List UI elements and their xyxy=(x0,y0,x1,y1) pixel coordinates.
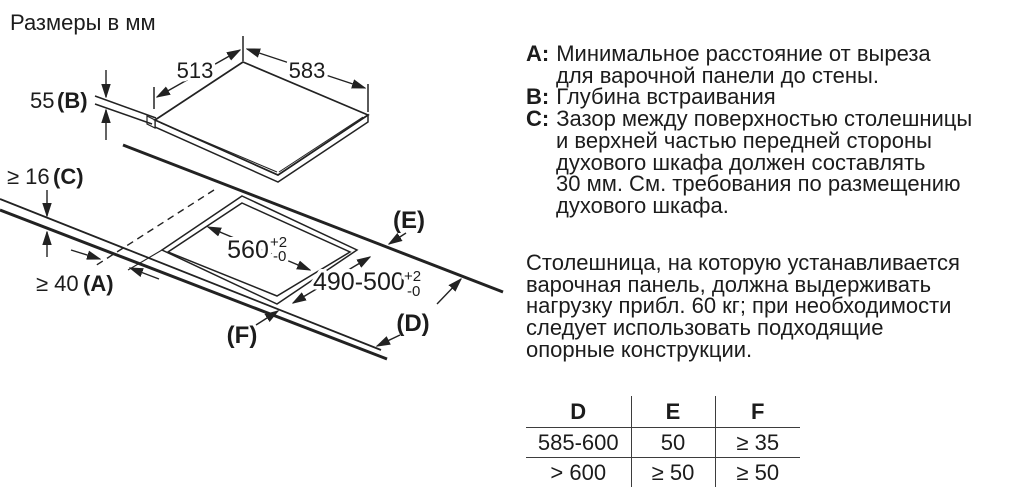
spec-cell-d2: > 600 xyxy=(550,459,607,485)
legend-line: духового шкафа. xyxy=(556,192,729,218)
label-e: (E) xyxy=(389,207,425,244)
note-line: следует использовать подходящие xyxy=(526,315,884,341)
legend-line: духового шкафа должен составлять xyxy=(556,149,926,175)
spec-cell-e2: ≥ 50 xyxy=(630,457,715,487)
spec-row: > 600 ≥ 50 ≥ 50 xyxy=(526,457,800,487)
legend-item-b: B:Глубина встраивания xyxy=(526,86,972,108)
cutout-extension-line xyxy=(127,249,163,271)
dimension-490-500-tol-plus: +2 xyxy=(404,268,421,285)
label-d-arrow-down xyxy=(377,334,401,346)
label-d: (D) xyxy=(377,279,461,346)
worktop-front-edge-bottom xyxy=(0,208,388,361)
note-line: варочная панель, должна выдерживать xyxy=(526,271,932,297)
dimension-560-tol-plus: +2 xyxy=(270,234,287,251)
dimension-40-ref: (A) xyxy=(83,271,114,296)
legend-key-c: C: xyxy=(526,106,550,132)
worktop-front-edge-top xyxy=(0,198,382,351)
spec-cell-d1: 585-600 xyxy=(526,427,631,458)
dimension-16-label: ≥ 16 xyxy=(7,164,50,189)
legend-line: для варочной панели до стены. xyxy=(556,62,879,88)
dimension-16-c: ≥ 16 (C) xyxy=(7,164,84,257)
label-e-arrow xyxy=(389,232,407,244)
spec-header-f: F xyxy=(714,396,800,428)
dimension-513-label: 513 xyxy=(177,58,214,83)
spec-table: D E F 585-600 50 ≥ 35 > 600 ≥ 50 ≥ 50 xyxy=(526,396,800,487)
spec-cell-e1: 50 xyxy=(630,427,715,458)
dimension-513: 513 xyxy=(157,50,240,97)
label-d-arrow-up xyxy=(436,279,461,305)
dimension-560-label: 560 xyxy=(227,236,269,264)
note-line: опорные конструкции. xyxy=(526,336,753,362)
dimension-ticks xyxy=(153,36,369,112)
dimension-drawing: Размеры в мм xyxy=(0,10,504,361)
dimension-40-arrow-left xyxy=(130,267,160,280)
legend-line: C:Зазор между поверхностью столешницы xyxy=(526,108,972,130)
label-e-text: (E) xyxy=(393,207,425,234)
dimension-490-500-label: 490-500 xyxy=(313,268,405,296)
note-line: Столешница, на которую устанавливается xyxy=(526,250,960,275)
spec-header-d: D xyxy=(526,396,631,428)
legend-line: и верхней частью передней стороны xyxy=(556,127,932,153)
dimension-583: 583 xyxy=(247,48,365,89)
dimension-490-500-tol-minus: -0 xyxy=(407,283,420,300)
dimension-583-label: 583 xyxy=(289,58,326,83)
legend-text: Минимальное расстояние от выреза xyxy=(556,41,931,66)
spec-cell-f2: ≥ 50 xyxy=(714,457,800,487)
panel-inner-edge-left xyxy=(160,122,278,173)
dimension-55-ref: (B) xyxy=(57,88,88,113)
dimension-490-500: 490-500 +2 -0 xyxy=(293,257,425,303)
legend-key-b: B: xyxy=(526,84,550,110)
spec-row: 585-600 50 ≥ 35 xyxy=(526,427,800,458)
dimension-40-label: ≥ 40 xyxy=(36,271,79,296)
dimension-40-a: ≥ 40 (A) xyxy=(36,249,160,296)
label-f-text: (F) xyxy=(227,322,258,349)
dimension-55-b: 55 (B) xyxy=(30,70,157,140)
dimension-55-label: 55 xyxy=(30,88,54,113)
dimension-40-arrow-right xyxy=(70,249,100,260)
legend: A:Минимальное расстояние от выреза для в… xyxy=(526,43,972,217)
dimension-490-500-arrow xyxy=(293,257,370,303)
spec-header-row: D E F xyxy=(526,396,800,428)
panel-left-notch xyxy=(146,115,156,129)
dimension-560-tol-minus: -0 xyxy=(273,248,286,265)
dimension-583-arrow xyxy=(247,48,365,89)
drawing-title: Размеры в мм xyxy=(10,10,156,35)
dimension-560: 560 +2 -0 xyxy=(208,226,310,271)
label-d-text: (D) xyxy=(396,310,429,337)
legend-line: B:Глубина встраивания xyxy=(526,86,972,108)
note-line: нагрузку прибл. 60 кг; при необходимости xyxy=(526,293,952,319)
panel-inner-edge-right xyxy=(278,116,364,173)
label-f-arrow xyxy=(255,311,278,326)
legend-key-a: A: xyxy=(526,41,550,66)
dimension-513-arrow xyxy=(157,50,240,97)
worktop-back-edge xyxy=(122,143,504,294)
load-note: Столешница, на которую устанавливается в… xyxy=(526,252,960,361)
legend-line: A:Минимальное расстояние от выреза xyxy=(526,43,972,65)
spec-cell-f1: ≥ 35 xyxy=(714,427,800,458)
legend-item-a: A:Минимальное расстояние от выреза для в… xyxy=(526,43,972,88)
worktop-slab xyxy=(0,143,504,361)
label-f: (F) xyxy=(227,311,278,349)
legend-text: Зазор между поверхностью столешницы xyxy=(556,106,973,132)
legend-line: 30 мм. См. требования по размещению xyxy=(556,171,961,197)
dimension-16-ref: (C) xyxy=(53,164,84,189)
spec-header-e: E xyxy=(630,396,715,428)
legend-text: Глубина встраивания xyxy=(556,84,776,110)
legend-item-c: C:Зазор между поверхностью столешницы и … xyxy=(526,108,972,217)
